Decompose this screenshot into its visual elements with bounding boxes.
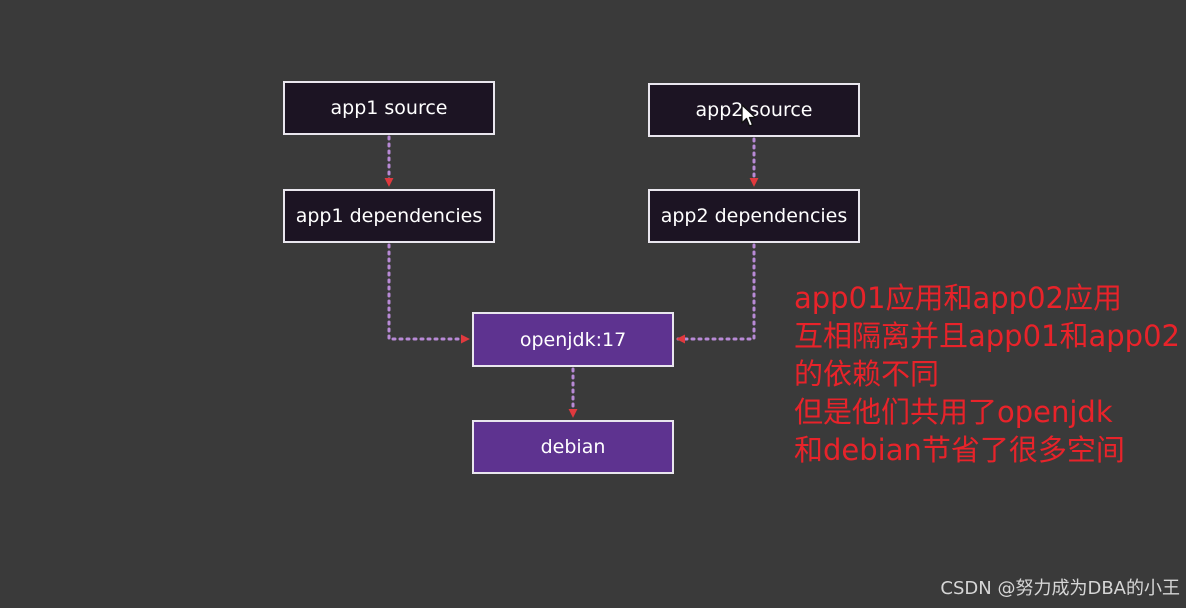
node-openjdk-label: openjdk:17 xyxy=(519,328,627,351)
annotation-note: app01应用和app02应用 互相隔离并且app01和app02 的依赖不同 … xyxy=(794,279,1184,469)
mouse-cursor-icon xyxy=(741,104,757,127)
node-app1-source-label: app1 source xyxy=(330,97,448,119)
node-app1-source: app1 source xyxy=(283,81,495,135)
node-app2-dependencies: app2 dependencies xyxy=(648,189,860,243)
annotation-line: 的依赖不同 xyxy=(794,357,940,391)
node-app2-dependencies-label: app2 dependencies xyxy=(660,205,848,227)
node-app1-dependencies-label: app1 dependencies xyxy=(295,205,483,227)
node-app2-source: app2 source xyxy=(648,83,860,137)
annotation-line: 和debian节省了很多空间 xyxy=(794,433,1125,467)
annotation-line: 但是他们共用了openjdk xyxy=(794,395,1113,429)
annotation-line: 互相隔离并且app01和app02 xyxy=(794,319,1180,353)
node-app2-source-label: app2 source xyxy=(695,99,813,121)
link-app2-dependencies-to-openjdk xyxy=(675,243,756,344)
node-debian-label: debian xyxy=(540,436,606,458)
link-app1-dependencies-to-openjdk xyxy=(387,243,471,344)
node-app1-dependencies: app1 dependencies xyxy=(283,189,495,243)
node-openjdk: openjdk:17 xyxy=(472,312,674,367)
annotation-line: app01应用和app02应用 xyxy=(794,281,1122,315)
node-debian: debian xyxy=(472,420,674,474)
watermark: CSDN @努力成为DBA的小王 xyxy=(940,578,1180,599)
